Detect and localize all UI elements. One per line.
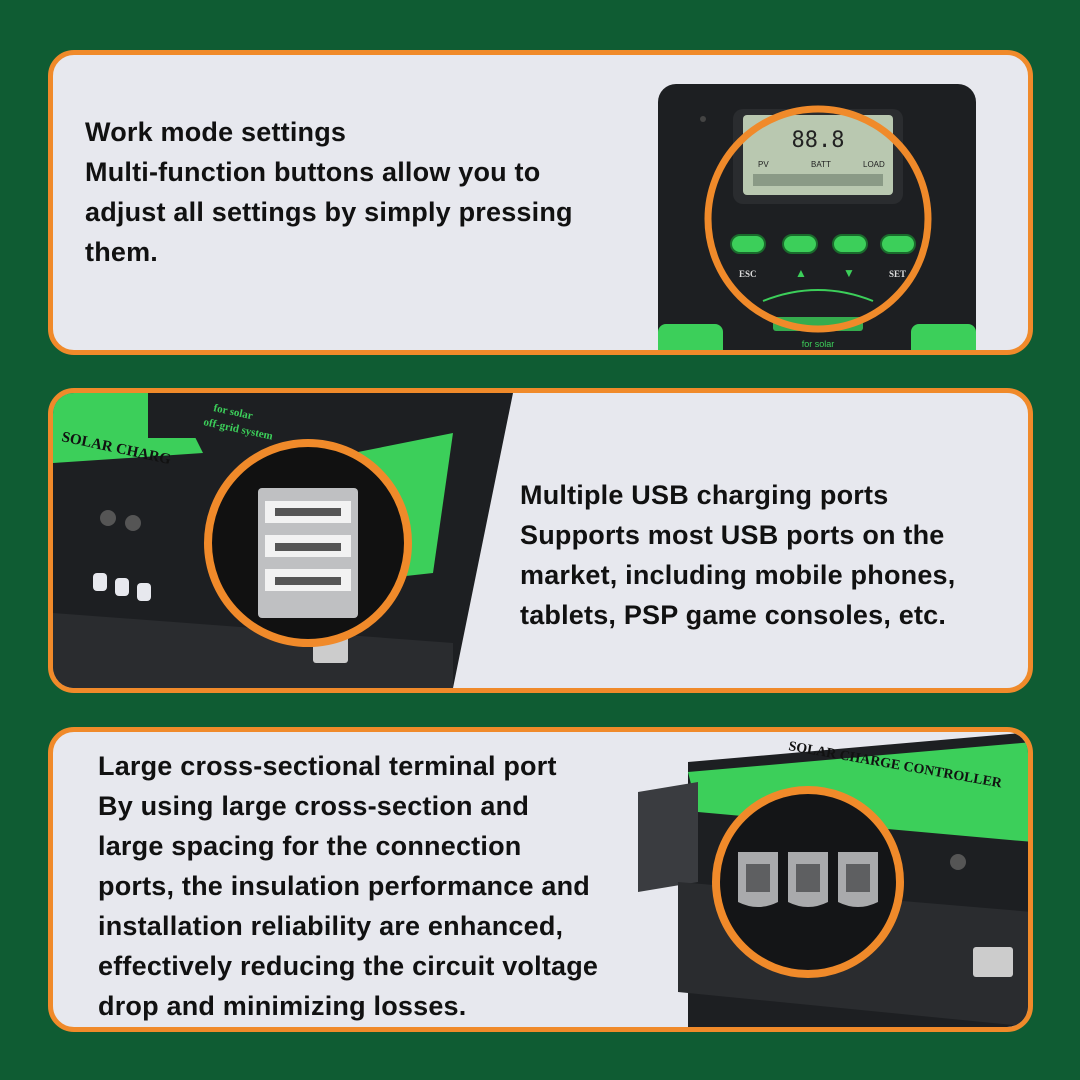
feature-description-line: By using large cross-section and [98,791,530,821]
feature-description-line: large spacing for the connection [98,831,522,861]
feature-panel-work-mode: Work mode settings Multi-function button… [48,50,1033,355]
feature-panel-usb-ports: for solar off-grid system SOLAR CHARG Mu… [48,388,1033,693]
controller-front-illustration: 88.8 PV BATT LOAD ESC ▲ ▼ SET for solar [658,84,976,350]
set-label: SET [889,269,906,279]
esc-label: ESC [739,269,757,279]
feature-title: Large cross-sectional terminal port [98,751,557,781]
feature-description-line: them. [85,237,159,267]
lcd-readout: 88.8 [792,128,845,153]
feature-text: Multiple USB charging ports Supports mos… [520,475,955,635]
feature-description-line: Supports most USB ports on the [520,520,945,550]
feature-text: Work mode settings Multi-function button… [85,112,573,272]
feature-description-line: drop and minimizing losses. [98,991,467,1021]
feature-panel-terminal-port: SOLAR CHARGE CONTROLLER Large cross-sect… [48,727,1033,1032]
feature-description-line: adjust all settings by simply pressing [85,197,573,227]
magnifier-ring [704,105,932,333]
usb-port-small [973,947,1013,977]
decorative-ornament [762,289,874,302]
up-arrow-icon: ▲ [795,266,807,280]
feature-description-line: tablets, PSP game consoles, etc. [520,600,947,630]
feature-title: Work mode settings [85,117,347,147]
controller-terminal-image: SOLAR CHARGE CONTROLLER [638,732,1028,1027]
device-tagline: for solar [802,339,835,349]
feature-description-line: ports, the insulation performance and [98,871,590,901]
feature-description-line: effectively reducing the circuit voltage [98,951,599,981]
feature-description-line: installation reliability are enhanced, [98,911,564,941]
down-arrow-icon: ▼ [843,266,855,280]
controller-display-image: 88.8 PV BATT LOAD ESC ▲ ▼ SET for solar [653,79,983,350]
lcd-batt-label: BATT [811,160,831,169]
controller-terminal-illustration: SOLAR CHARGE CONTROLLER [638,732,1028,1027]
feature-title: Multiple USB charging ports [520,480,889,510]
controller-side-illustration: for solar off-grid system SOLAR CHARG [53,393,513,688]
lcd-pv-label: PV [758,160,769,169]
feature-description-line: Multi-function buttons allow you to [85,157,541,187]
controller-usb-image: for solar off-grid system SOLAR CHARG [53,393,513,688]
lcd-load-label: LOAD [863,160,885,169]
feature-text: Large cross-sectional terminal port By u… [98,746,598,1026]
esc-button [730,234,766,254]
feature-description-line: market, including mobile phones, [520,560,956,590]
up-button [782,234,818,254]
set-button [880,234,916,254]
down-button [832,234,868,254]
